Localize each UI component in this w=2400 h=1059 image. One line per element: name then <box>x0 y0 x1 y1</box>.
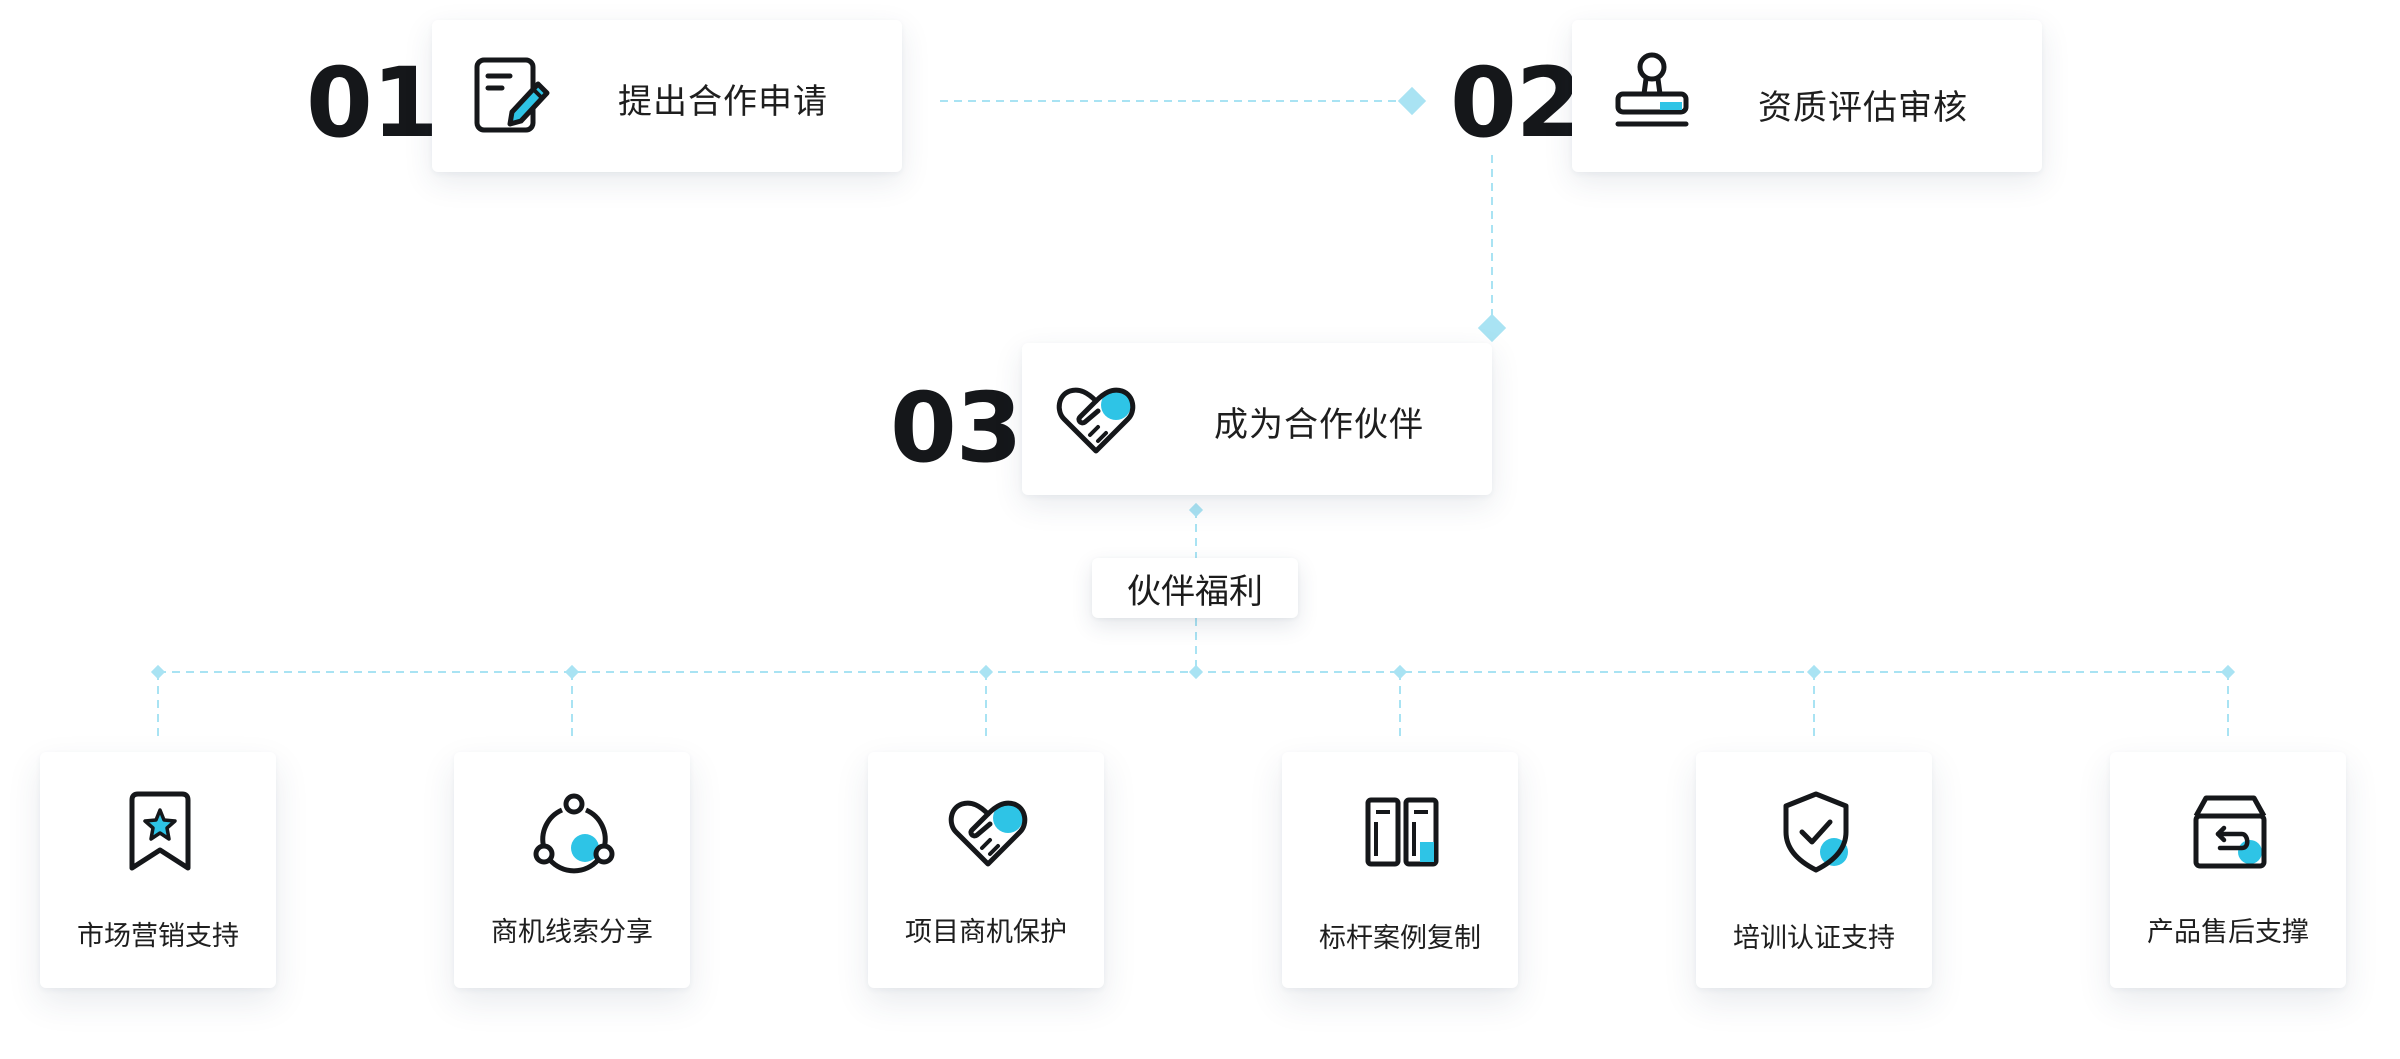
benefit-card-protection: 项目商机保护 <box>868 752 1104 988</box>
step-card-partner: 成为合作伙伴 <box>1022 343 1492 495</box>
benefits-title: 伙伴福利 <box>1092 558 1298 618</box>
handshake-heart-icon <box>1056 387 1136 454</box>
handshake-heart-icon <box>948 800 1028 867</box>
benefit-label-training: 培训认证支持 <box>1733 923 1895 954</box>
benefit-card-cases: 标杆案例复制 <box>1282 752 1518 988</box>
share-nodes-icon <box>533 793 615 874</box>
step-card-apply: 提出合作申请 <box>432 20 902 172</box>
step-card-review: 资质评估审核 <box>1572 20 2042 172</box>
step-number-03: 03 <box>890 372 1023 484</box>
benefit-label-cases: 标杆案例复制 <box>1319 923 1481 954</box>
copy-columns-icon <box>1365 797 1439 867</box>
benefit-label-protection: 项目商机保护 <box>905 917 1067 948</box>
benefit-label-aftersales: 产品售后支撑 <box>2147 917 2309 948</box>
return-box-icon <box>2193 795 2267 869</box>
stamp-icon <box>1615 52 1689 127</box>
benefit-label-marketing: 市场营销支持 <box>77 921 239 952</box>
benefit-card-leads: 商机线索分享 <box>454 752 690 988</box>
edit-document-icon <box>474 57 550 133</box>
benefit-card-aftersales: 产品售后支撑 <box>2110 752 2346 988</box>
benefit-label-leads: 商机线索分享 <box>491 917 653 948</box>
step-number-02: 02 <box>1450 47 1583 159</box>
bookmark-star-icon <box>129 791 191 871</box>
shield-check-icon <box>1783 791 1849 873</box>
step-number-01: 01 <box>306 47 439 159</box>
step-label-review: 资质评估审核 <box>1758 88 1968 128</box>
step-label-partner: 成为合作伙伴 <box>1214 405 1424 445</box>
benefit-card-training: 培训认证支持 <box>1696 752 1932 988</box>
benefit-card-marketing: 市场营销支持 <box>40 752 276 988</box>
step-label-apply: 提出合作申请 <box>618 82 828 122</box>
